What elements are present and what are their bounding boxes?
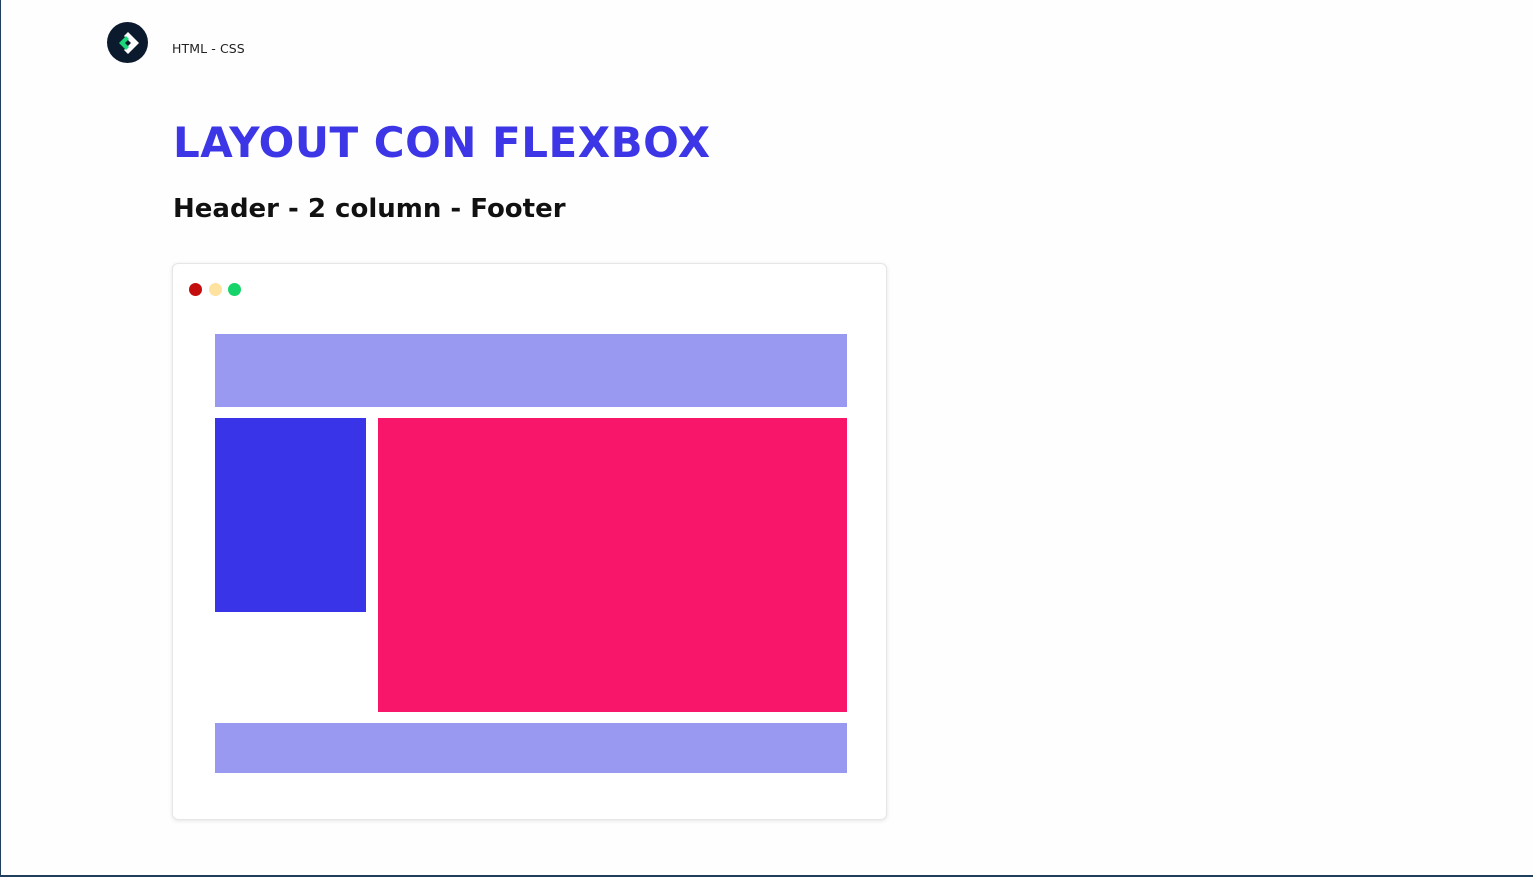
layout-main-block [378, 418, 847, 712]
browser-window-mockup [172, 263, 887, 820]
window-maximize-dot [228, 283, 241, 296]
layout-header-block [215, 334, 847, 407]
page-subtitle: Header - 2 column - Footer [173, 194, 566, 224]
window-minimize-dot [209, 283, 222, 296]
page-title: LAYOUT CON FLEXBOX [173, 118, 711, 167]
layout-sidebar-block [215, 418, 366, 612]
code-chevron-logo-icon [118, 31, 139, 54]
layout-footer-block [215, 723, 847, 773]
window-close-dot [189, 283, 202, 296]
logo[interactable] [107, 22, 148, 63]
breadcrumb: HTML - CSS [172, 41, 245, 56]
